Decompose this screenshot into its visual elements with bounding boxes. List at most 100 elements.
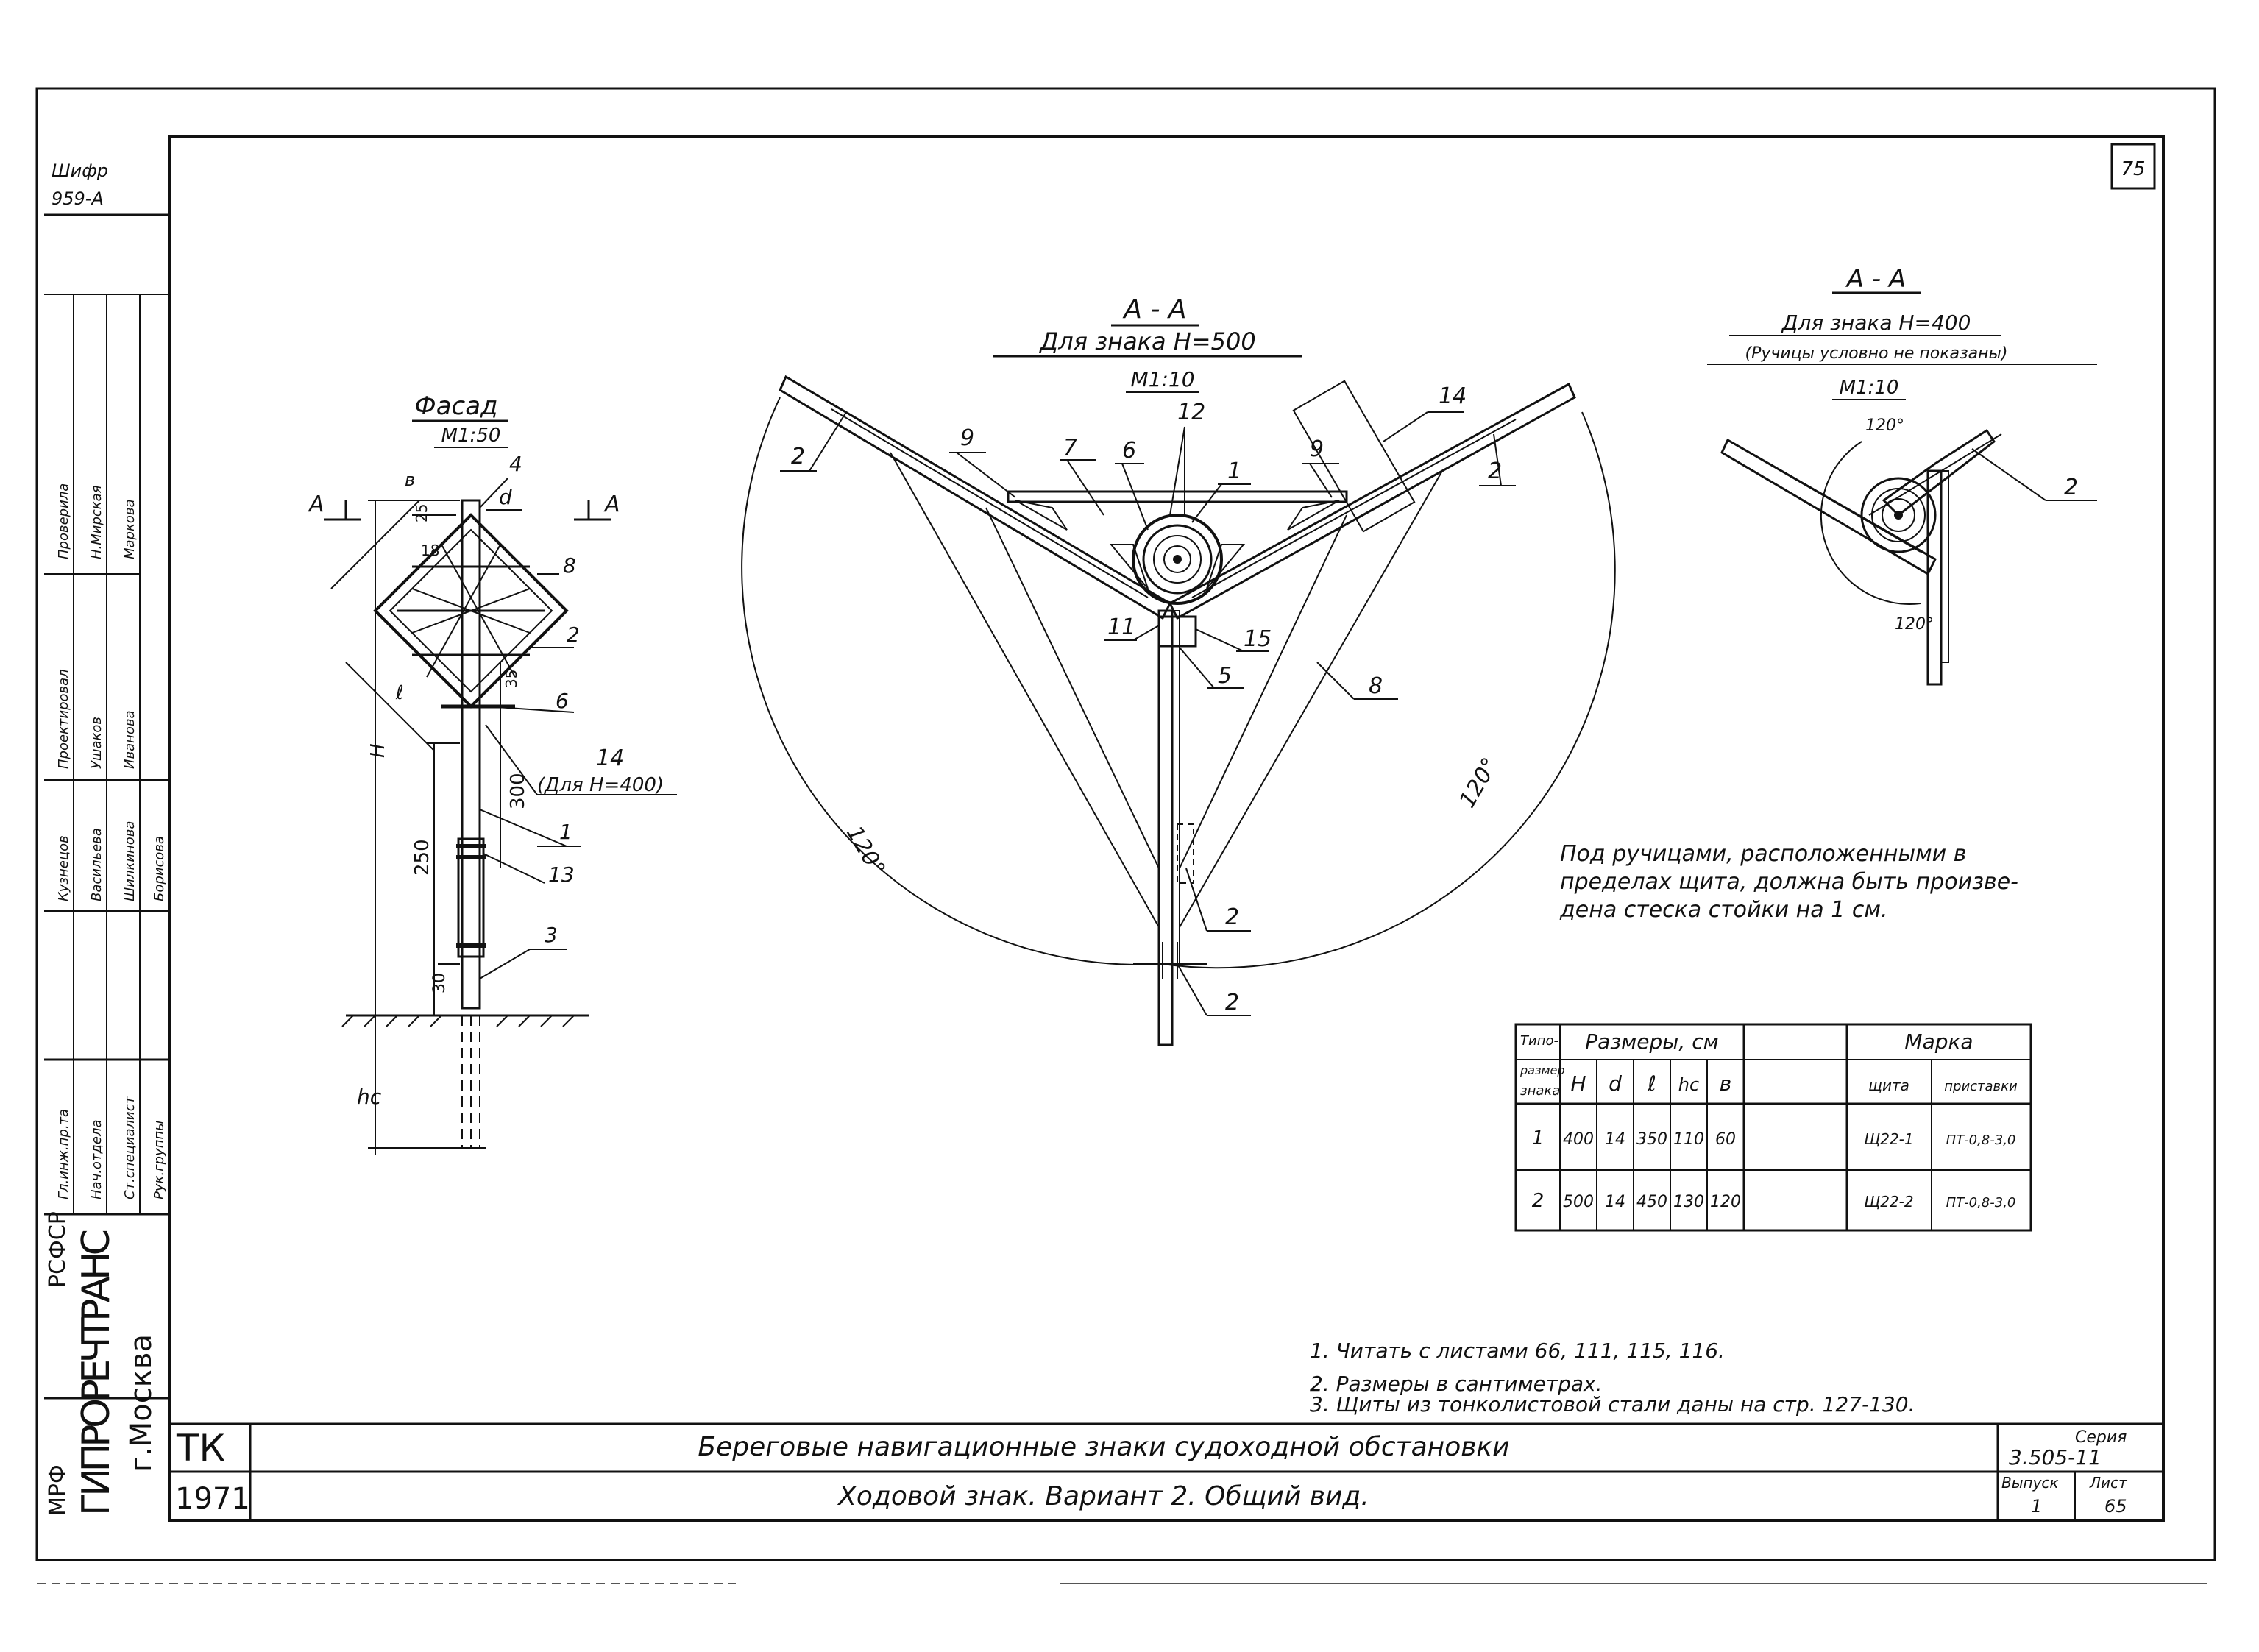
cipher-label: Шифр bbox=[52, 160, 108, 181]
org-republic: РСФСР bbox=[45, 1211, 71, 1288]
series-label: Серия bbox=[2075, 1428, 2127, 1447]
s500-callout-2-bottom: 2 bbox=[1225, 990, 1239, 1015]
angle-right: 120° bbox=[1455, 754, 1503, 812]
table-group-mark: Марка bbox=[1904, 1029, 1973, 1054]
section-mark-right: А bbox=[603, 492, 620, 517]
section-500: А - А Для знака Н=500 М1:10 bbox=[741, 294, 1616, 1046]
s500-callout-14: 14 bbox=[1439, 383, 1467, 409]
stamp-role-3: Ст.специалист bbox=[122, 1096, 138, 1199]
issue-label: Выпуск bbox=[2001, 1474, 2059, 1492]
s500-callout-12: 12 bbox=[1177, 400, 1205, 425]
sheet-value: 65 bbox=[2104, 1496, 2127, 1517]
s500-callout-15: 15 bbox=[1244, 626, 1272, 652]
facade-callout-14: 14 bbox=[596, 745, 624, 771]
angle-arc bbox=[741, 397, 1616, 969]
sheet-title: Береговые навигационные знаки судоходной… bbox=[698, 1432, 1509, 1462]
table-header-board: щита bbox=[1868, 1077, 1909, 1094]
page-number: 75 bbox=[2121, 158, 2145, 180]
dim-l: ℓ bbox=[395, 682, 404, 704]
issue-value: 1 bbox=[2031, 1496, 2042, 1517]
row2-b: 120 bbox=[1710, 1193, 1741, 1211]
org-name: ГИПРОРЕЧТРАНС bbox=[74, 1229, 118, 1516]
row2-type: 2 bbox=[1532, 1190, 1545, 1212]
stamp-name-4: Борисова bbox=[152, 836, 167, 901]
check-name-2: Ушаков bbox=[89, 717, 104, 769]
section400-scale: М1:10 bbox=[1840, 377, 1899, 399]
dim-25: 25 bbox=[413, 504, 430, 522]
dim-hc: hс bbox=[357, 1085, 382, 1109]
s500-callout-1: 1 bbox=[1227, 458, 1241, 484]
left-stamp: Шифр 959-А Проверила Проектировал Н.Мирс… bbox=[44, 160, 169, 1516]
board-edge bbox=[1292, 380, 1416, 533]
s500-callout-7: 7 bbox=[1063, 435, 1077, 461]
row2-attachment: ПТ-0,8-3,0 bbox=[1946, 1195, 2016, 1210]
stamp-role-4: Рук.группы bbox=[152, 1121, 167, 1199]
dim-30: 30 bbox=[430, 973, 449, 993]
year: 1971 bbox=[175, 1482, 250, 1516]
facade-callout-8: 8 bbox=[563, 553, 576, 578]
row1-h: 400 bbox=[1563, 1130, 1594, 1149]
s400-pole bbox=[1860, 477, 1937, 553]
row2-d: 14 bbox=[1605, 1193, 1625, 1211]
series-value: 3.505-11 bbox=[2009, 1445, 2102, 1470]
check-role-1: Проверила bbox=[56, 483, 71, 559]
s500-callout-11: 11 bbox=[1107, 614, 1135, 640]
note-1: 1. Читать с листами 66, 111, 115, 116. bbox=[1310, 1339, 1725, 1363]
facade-callout-14-note: (Для Н=400) bbox=[537, 774, 664, 796]
brace-right-inner bbox=[1179, 514, 1347, 869]
facade-callout-6: 6 bbox=[556, 689, 569, 713]
row1-attachment: ПТ-0,8-3,0 bbox=[1946, 1132, 2016, 1148]
facade-callout-1: 1 bbox=[559, 820, 572, 844]
dim-35: 35 bbox=[503, 670, 520, 688]
row1-d: 14 bbox=[1605, 1130, 1625, 1149]
facade-title: Фасад bbox=[414, 391, 497, 421]
table-row: 2 500 14 450 130 120 Щ22-2 ПТ-0,8-3,0 bbox=[1532, 1190, 2016, 1212]
check-name-4: Иванова bbox=[122, 710, 138, 769]
brace-right-outer bbox=[1179, 470, 1443, 928]
row2-h: 500 bbox=[1563, 1193, 1594, 1211]
facade-scale: М1:50 bbox=[441, 425, 501, 447]
row2-board: Щ22-2 bbox=[1864, 1193, 1913, 1210]
facade-callout-2: 2 bbox=[567, 623, 580, 647]
stamp-role-1: Гл.инж.пр.та bbox=[56, 1109, 71, 1199]
s500-callout-2-right: 2 bbox=[1488, 458, 1502, 484]
s500-callout-9-left: 9 bbox=[960, 425, 974, 451]
s400-callout-2: 2 bbox=[2064, 475, 2078, 500]
central-pole bbox=[1132, 514, 1223, 605]
table-col-type-2: размер bbox=[1519, 1063, 1565, 1077]
dim-b: в bbox=[405, 469, 415, 490]
brace-left-inner bbox=[985, 507, 1160, 869]
cipher-value: 959-А bbox=[52, 188, 104, 209]
sizes-table: Типо- размер знака Размеры, см Марка Н d… bbox=[1514, 1023, 2032, 1232]
row2-l: 450 bbox=[1636, 1193, 1667, 1211]
section-400: А - А Для знака Н=400 (Ручицы условно не… bbox=[1707, 264, 2097, 686]
s500-callout-8: 8 bbox=[1369, 673, 1383, 699]
check-name-3: Маркова bbox=[122, 499, 138, 559]
table-group-sizes: Размеры, см bbox=[1585, 1029, 1718, 1054]
pole bbox=[461, 499, 481, 1010]
note-2: 2. Размеры в сантиметрах. bbox=[1310, 1372, 1603, 1396]
pole-attachment bbox=[457, 837, 485, 958]
row1-board: Щ22-1 bbox=[1864, 1130, 1913, 1148]
table-col-type-1: Типо- bbox=[1520, 1033, 1558, 1049]
table-header-l: ℓ bbox=[1647, 1071, 1656, 1096]
check-name-1: Н.Мирская bbox=[89, 485, 104, 559]
section500-title: А - А bbox=[1122, 294, 1186, 325]
row1-type: 1 bbox=[1532, 1127, 1545, 1149]
code: ТК bbox=[176, 1427, 225, 1470]
side-note-line-2: пределах щита, должна быть произве- bbox=[1560, 869, 2018, 895]
org-city: г.Москва bbox=[124, 1334, 158, 1472]
notes: 1. Читать с листами 66, 111, 115, 116. 2… bbox=[1310, 1339, 1915, 1417]
s500-callout-6: 6 bbox=[1122, 438, 1136, 464]
page-number-box: 75 bbox=[2110, 143, 2156, 190]
s500-callout-9-right: 9 bbox=[1310, 436, 1324, 462]
sheet-subtitle: Ходовой знак. Вариант 2. Общий вид. bbox=[837, 1481, 1369, 1511]
arm-vertical bbox=[1157, 609, 1174, 1046]
brace-left-outer bbox=[890, 452, 1160, 928]
row1-hc: 110 bbox=[1673, 1130, 1704, 1149]
facade-view: Фасад М1:50 А А bbox=[308, 391, 677, 1155]
table-header-attachment: приставки bbox=[1944, 1079, 2018, 1094]
check-role-2: Проектировал bbox=[56, 669, 71, 769]
cross-bar bbox=[1007, 490, 1348, 503]
